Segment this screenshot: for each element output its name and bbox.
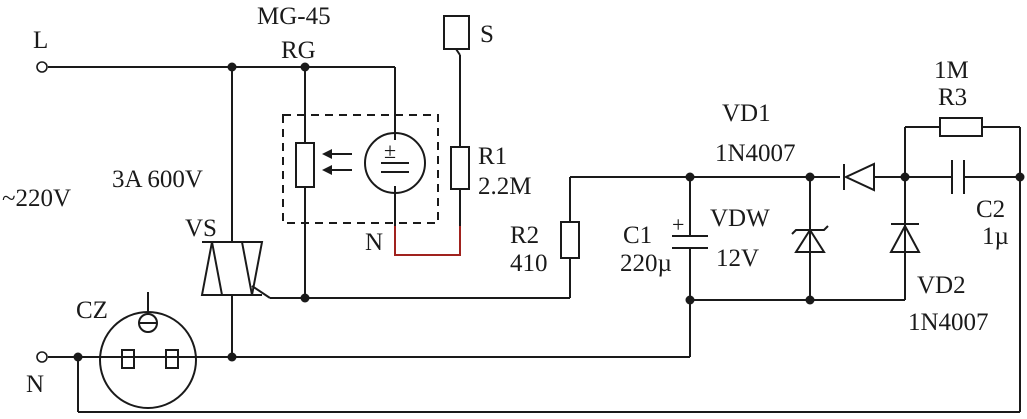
label-S: S xyxy=(480,21,494,48)
label-C2-value: 1µ xyxy=(982,223,1009,250)
label-C1-value: 220µ xyxy=(620,250,672,277)
label-C2: C2 xyxy=(976,196,1005,223)
label-supply-voltage: ~220V xyxy=(2,185,71,212)
label-VDW: VDW xyxy=(710,205,770,232)
capacitor-C1: + xyxy=(672,212,708,249)
light-arrows-icon xyxy=(322,149,352,175)
svg-text:+: + xyxy=(672,212,684,237)
diode-VD1 xyxy=(843,162,875,192)
label-R3: R3 xyxy=(938,84,967,111)
label-RG: RG xyxy=(281,37,316,64)
junctions xyxy=(73,62,1025,362)
capacitor-C2 xyxy=(951,160,965,194)
sensor-element: ± xyxy=(364,132,426,194)
label-VDW-value: 12V xyxy=(716,245,759,272)
terminal-N xyxy=(36,351,48,363)
photoresistor xyxy=(295,142,315,188)
label-VD2-value: 1N4007 xyxy=(908,309,989,336)
label-triac-rating: 3A 600V xyxy=(112,166,203,193)
label-R2: R2 xyxy=(510,222,539,249)
label-VD1-value: 1N4007 xyxy=(715,140,796,167)
resistor-R3 xyxy=(939,117,983,137)
label-sensor-N: N xyxy=(365,229,383,256)
wires xyxy=(48,55,1021,413)
probe-S xyxy=(443,15,470,50)
sense-wire xyxy=(394,226,461,256)
label-VS: VS xyxy=(185,215,217,242)
label-R1-value: 2.2M xyxy=(478,173,531,200)
label-N: N xyxy=(26,371,44,398)
label-sensor-model: MG-45 xyxy=(257,3,331,30)
diode-VD2 xyxy=(889,223,921,253)
label-VD1: VD1 xyxy=(722,100,771,127)
label-R1: R1 xyxy=(478,143,507,170)
sensor-module-box xyxy=(282,114,439,224)
label-R3-value: 1M xyxy=(934,57,969,84)
resistor-R1 xyxy=(450,146,470,190)
svg-text:±: ± xyxy=(384,138,396,163)
resistor-R2 xyxy=(560,221,580,259)
zener-VDW xyxy=(791,225,829,253)
terminal-L xyxy=(36,61,48,73)
label-CZ: CZ xyxy=(76,297,108,324)
label-R2-value: 410 xyxy=(510,250,548,277)
triac-VS xyxy=(200,241,264,296)
label-VD2: VD2 xyxy=(917,272,966,299)
label-C1: C1 xyxy=(623,222,652,249)
label-L: L xyxy=(33,27,48,54)
socket-CZ xyxy=(99,292,197,409)
